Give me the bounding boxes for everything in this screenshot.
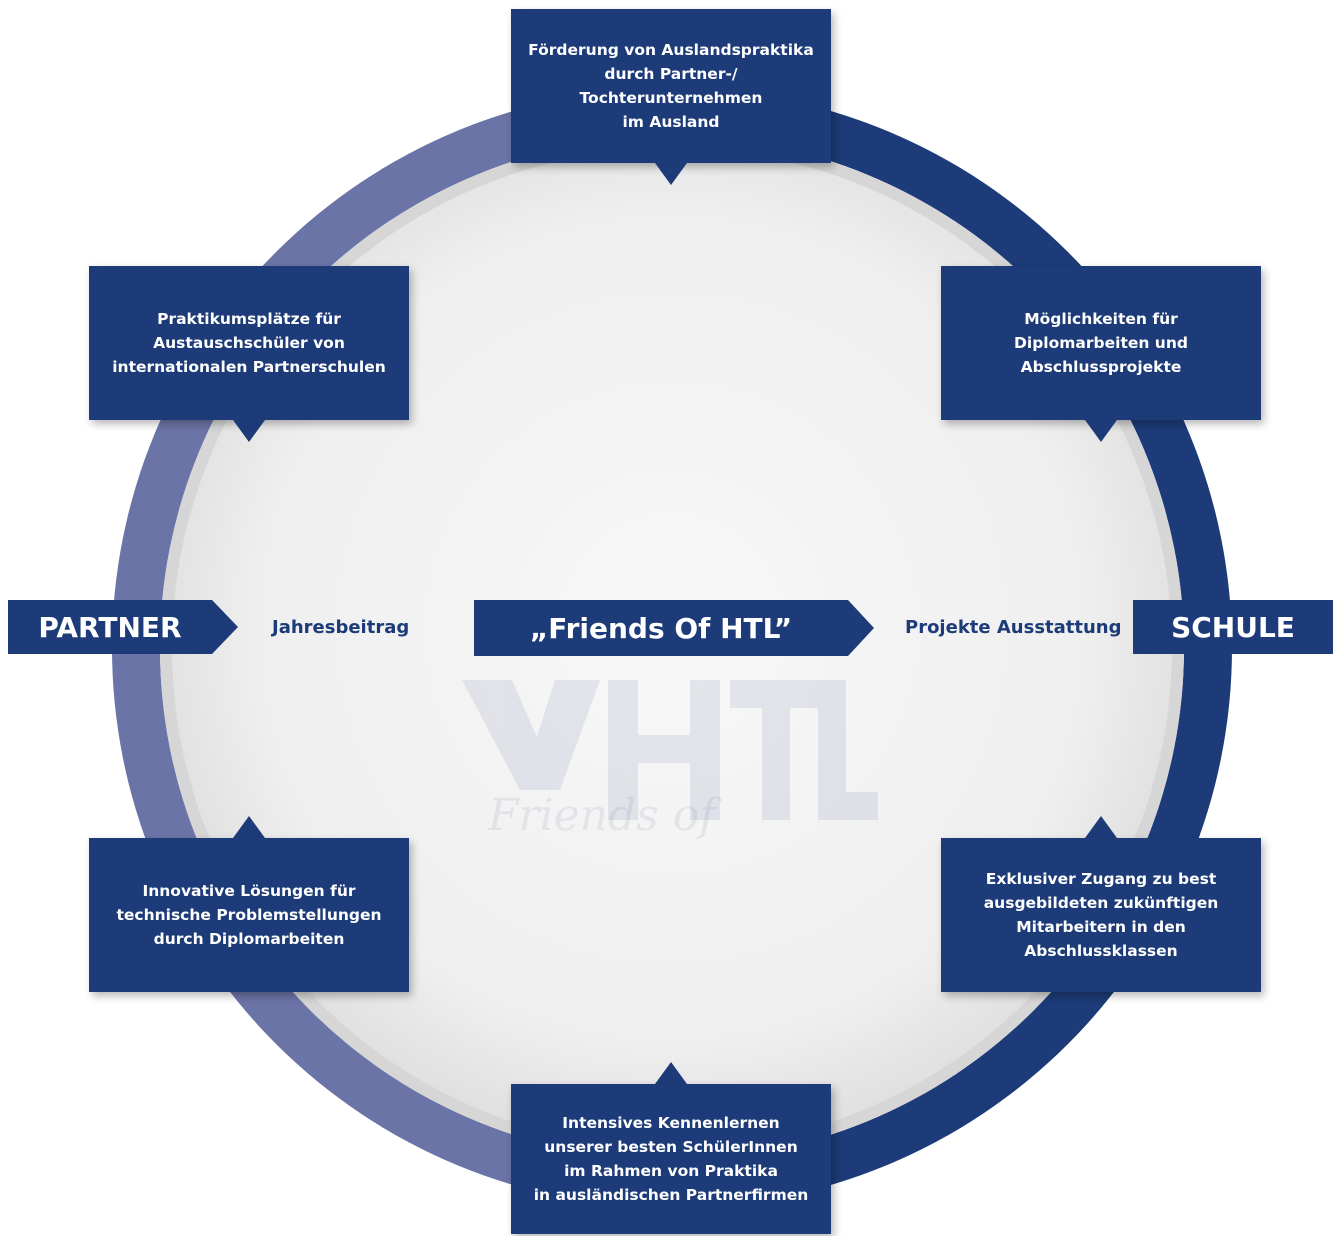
schule-label: SCHULE	[1171, 610, 1295, 644]
center-title: „Friends Of HTL”	[529, 611, 793, 645]
box-top: Förderung von Auslandspraktika durch Par…	[511, 9, 831, 163]
box-bottom-right-pointer	[1085, 816, 1117, 838]
flow-label-projekte-ausstattung: Projekte Ausstattung	[905, 617, 1122, 638]
partner-arrow-shape	[8, 600, 238, 654]
box-bottom-pointer	[655, 1062, 687, 1084]
box-bottom-left-pointer	[233, 816, 265, 838]
watermark-logo	[462, 680, 878, 820]
box-top-pointer	[655, 163, 687, 185]
center-arrow-shape	[474, 600, 874, 656]
partner-label: PARTNER	[38, 610, 182, 644]
box-top-left: Praktikumsplätze für Austauschschüler vo…	[89, 266, 409, 420]
box-bottom-right: Exklusiver Zugang zu best ausgebildeten …	[941, 838, 1261, 992]
watermark-script: Friends of	[487, 790, 722, 841]
box-bottom-left: Innovative Lösungen für technische Probl…	[89, 838, 409, 992]
box-top-right-pointer	[1085, 420, 1117, 442]
box-bottom: Intensives Kennenlernen unserer besten S…	[511, 1084, 831, 1234]
flow-label-jahresbeitrag: Jahresbeitrag	[272, 617, 410, 638]
box-top-right: Möglichkeiten für Diplomarbeiten und Abs…	[941, 266, 1261, 420]
box-top-left-pointer	[233, 420, 265, 442]
schule-box-shape	[1133, 600, 1333, 654]
